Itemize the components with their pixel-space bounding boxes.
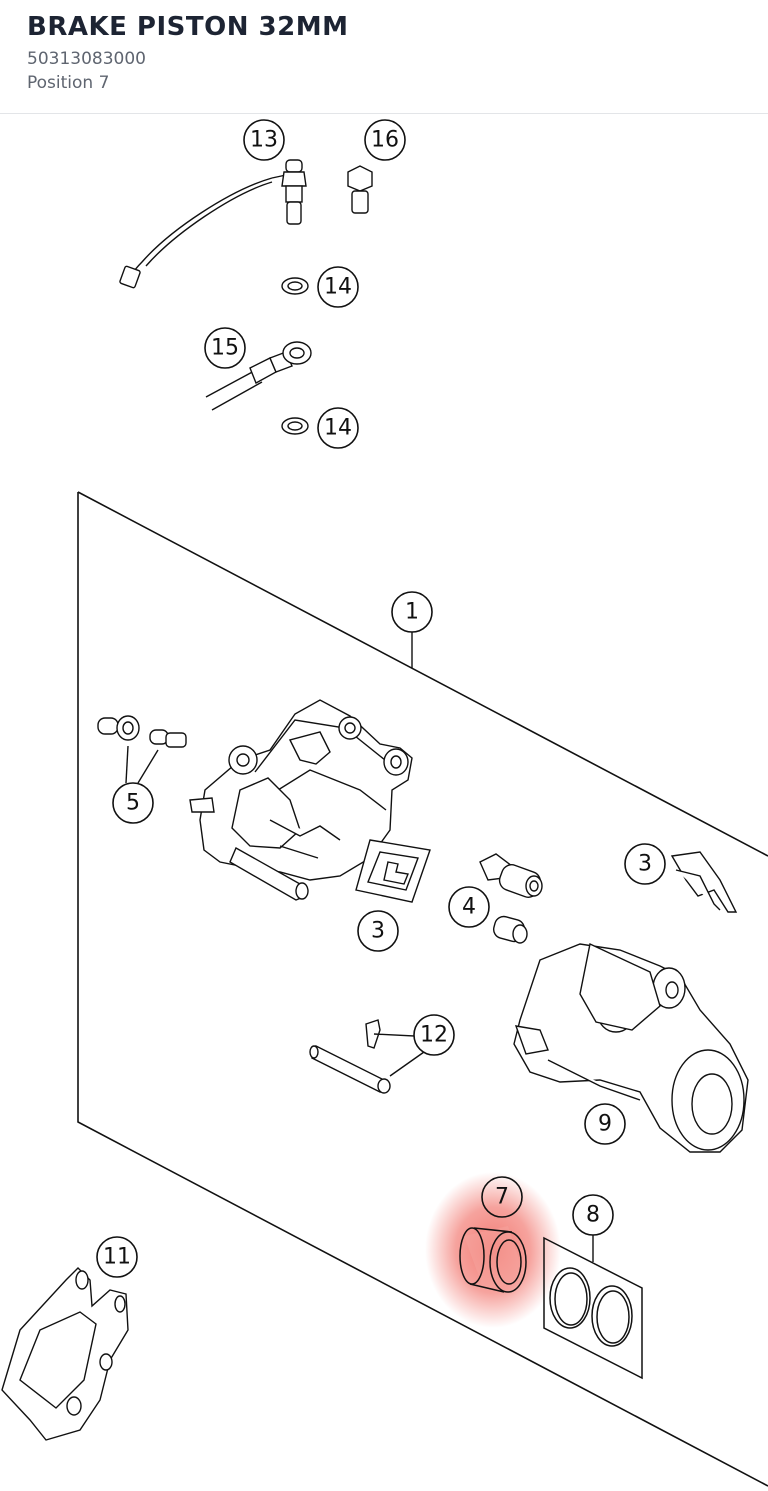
part-3-pad-spring-a[interactable] bbox=[355, 839, 431, 903]
callout-8[interactable]: 8 bbox=[572, 1194, 614, 1236]
svg-text:14: 14 bbox=[324, 416, 352, 441]
callout-3-left[interactable]: 3 bbox=[357, 910, 399, 952]
svg-text:12: 12 bbox=[420, 1023, 448, 1048]
part-11-brake-pads[interactable] bbox=[1, 1267, 129, 1441]
caliper-housing bbox=[189, 699, 413, 901]
svg-text:5: 5 bbox=[126, 791, 140, 816]
part-14-washer-bottom[interactable] bbox=[281, 417, 309, 435]
leader-lines bbox=[373, 632, 594, 1262]
kit-outline bbox=[77, 491, 768, 1487]
svg-text:7: 7 bbox=[495, 1185, 509, 1210]
part-12-pad-pin[interactable] bbox=[309, 1019, 391, 1094]
svg-text:14: 14 bbox=[324, 275, 352, 300]
callout-3-right[interactable]: 3 bbox=[624, 843, 666, 885]
svg-text:4: 4 bbox=[462, 895, 476, 920]
part-9-caliper-bracket[interactable] bbox=[513, 942, 749, 1153]
svg-text:9: 9 bbox=[598, 1112, 612, 1137]
svg-text:3: 3 bbox=[638, 852, 652, 877]
callout-14-bottom[interactable]: 14 bbox=[317, 407, 359, 449]
callout-13[interactable]: 13 bbox=[243, 119, 285, 161]
part-8-seal-kit[interactable] bbox=[543, 1236, 643, 1380]
callout-4[interactable]: 4 bbox=[448, 886, 490, 928]
svg-text:16: 16 bbox=[371, 128, 399, 153]
svg-text:1: 1 bbox=[405, 600, 419, 625]
part-14-washer-top[interactable] bbox=[281, 277, 309, 295]
svg-text:3: 3 bbox=[371, 919, 385, 944]
callout-9[interactable]: 9 bbox=[584, 1103, 626, 1145]
part-header: BRAKE PISTON 32MM 50313083000 Position 7 bbox=[0, 0, 768, 114]
svg-text:11: 11 bbox=[103, 1245, 131, 1270]
part-5-bleeder-screws[interactable] bbox=[97, 715, 187, 784]
callout-11[interactable]: 11 bbox=[96, 1236, 138, 1278]
part-4-bushings[interactable] bbox=[479, 853, 543, 944]
part-title: BRAKE PISTON 32MM bbox=[27, 12, 349, 42]
callout-7-selected[interactable]: 7 bbox=[481, 1176, 523, 1218]
callout-12[interactable]: 12 bbox=[413, 1014, 455, 1056]
callout-5[interactable]: 5 bbox=[112, 782, 154, 824]
callout-1[interactable]: 1 bbox=[391, 591, 433, 633]
part-13-brake-switch[interactable] bbox=[119, 159, 307, 289]
callout-16[interactable]: 16 bbox=[364, 119, 406, 161]
callout-15[interactable]: 15 bbox=[204, 327, 246, 369]
part-3-pad-spring-b[interactable] bbox=[670, 851, 738, 913]
part-position: Position 7 bbox=[27, 73, 110, 93]
svg-text:15: 15 bbox=[211, 336, 239, 361]
part-7-brake-piston[interactable] bbox=[459, 1226, 527, 1293]
part-15-brake-line[interactable] bbox=[205, 341, 312, 411]
part-16-banjo-bolt[interactable] bbox=[347, 165, 373, 214]
svg-text:8: 8 bbox=[586, 1203, 600, 1228]
callout-14-top[interactable]: 14 bbox=[317, 266, 359, 308]
svg-text:13: 13 bbox=[250, 128, 278, 153]
part-number: 50313083000 bbox=[27, 49, 146, 69]
